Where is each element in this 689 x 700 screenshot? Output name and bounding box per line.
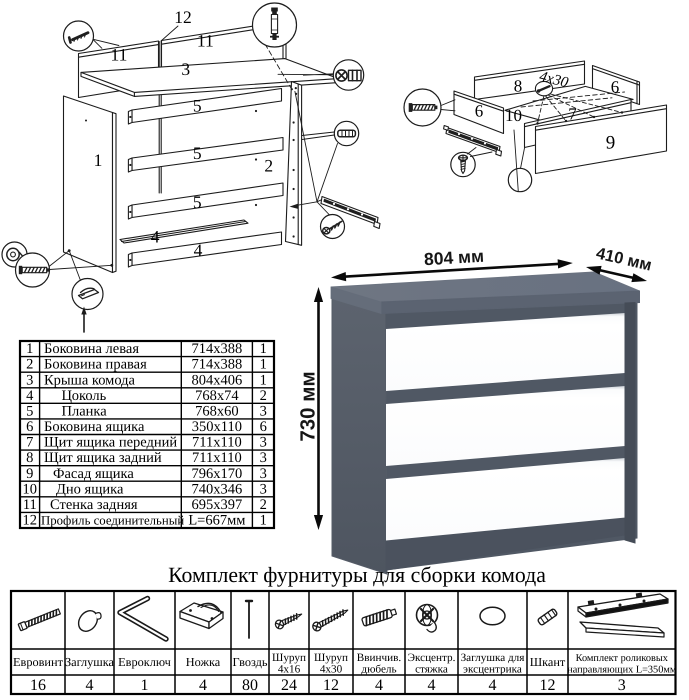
- svg-text:695х397: 695х397: [192, 497, 243, 513]
- svg-text:11: 11: [23, 497, 37, 513]
- svg-text:1: 1: [260, 357, 267, 373]
- svg-text:740х346: 740х346: [192, 481, 243, 497]
- svg-text:804х406: 804х406: [192, 372, 243, 388]
- svg-text:350х110: 350х110: [192, 419, 242, 435]
- svg-text:12: 12: [323, 677, 339, 694]
- svg-text:10: 10: [23, 481, 38, 497]
- svg-text:4: 4: [86, 677, 94, 694]
- svg-text:4: 4: [489, 677, 497, 694]
- svg-text:12: 12: [23, 513, 38, 529]
- svg-text:80: 80: [242, 677, 258, 694]
- svg-text:796х170: 796х170: [192, 466, 243, 482]
- svg-text:6: 6: [611, 78, 620, 97]
- svg-text:4: 4: [428, 677, 436, 694]
- svg-text:1: 1: [141, 677, 149, 694]
- svg-text:L=667мм: L=667мм: [188, 513, 245, 529]
- svg-text:Щит ящика задний: Щит ящика задний: [44, 450, 162, 466]
- svg-text:Шкант: Шкант: [530, 655, 566, 669]
- svg-text:Фасад ящика: Фасад ящика: [53, 466, 134, 482]
- svg-text:6: 6: [26, 419, 33, 435]
- svg-text:Ножка: Ножка: [186, 655, 221, 669]
- svg-text:Дно ящика: Дно ящика: [56, 481, 124, 497]
- svg-text:8: 8: [514, 77, 523, 96]
- svg-text:12: 12: [174, 7, 192, 27]
- svg-text:3: 3: [181, 59, 190, 79]
- svg-text:3: 3: [260, 435, 267, 451]
- svg-text:714х388: 714х388: [192, 341, 243, 357]
- svg-text:Шуруп: Шуруп: [272, 652, 306, 664]
- svg-text:Боковина ящика: Боковина ящика: [44, 419, 145, 435]
- svg-text:24: 24: [281, 677, 297, 694]
- svg-text:дюбель: дюбель: [361, 664, 396, 676]
- svg-text:Цоколь: Цоколь: [62, 388, 107, 404]
- svg-text:3: 3: [618, 677, 626, 694]
- svg-text:Заглушка для: Заглушка для: [461, 652, 525, 664]
- svg-text:730 мм: 730 мм: [297, 371, 320, 441]
- svg-text:9: 9: [26, 466, 33, 482]
- svg-text:4: 4: [26, 388, 34, 404]
- svg-text:7: 7: [568, 104, 577, 123]
- svg-text:3: 3: [260, 450, 267, 466]
- svg-text:5: 5: [193, 192, 202, 212]
- svg-text:1: 1: [26, 341, 33, 357]
- svg-text:4: 4: [375, 677, 383, 694]
- svg-text:стяжка: стяжка: [415, 664, 448, 676]
- svg-text:Ввинчив.: Ввинчив.: [357, 652, 402, 664]
- svg-text:711х110: 711х110: [192, 450, 242, 466]
- svg-text:10: 10: [505, 106, 522, 125]
- svg-text:1: 1: [260, 372, 267, 388]
- svg-text:Заглушка: Заглушка: [65, 655, 115, 669]
- svg-text:Евровинт: Евровинт: [13, 655, 64, 669]
- svg-text:4: 4: [194, 240, 203, 260]
- svg-text:711х110: 711х110: [192, 435, 242, 451]
- svg-text:4х16: 4х16: [278, 664, 301, 676]
- svg-text:11: 11: [197, 31, 214, 51]
- svg-text:Комплект фурнитуры для сборки: Комплект фурнитуры для сборки комода: [168, 563, 546, 587]
- svg-text:2: 2: [260, 497, 267, 513]
- svg-text:2: 2: [264, 156, 273, 176]
- svg-text:Стенка задняя: Стенка задняя: [50, 497, 138, 513]
- svg-text:направляющих L=350мм: направляющих L=350мм: [567, 665, 677, 676]
- svg-text:5: 5: [193, 96, 202, 116]
- svg-text:1: 1: [260, 341, 267, 357]
- svg-text:4: 4: [199, 677, 207, 694]
- svg-text:Эксцентр.: Эксцентр.: [408, 652, 456, 664]
- svg-text:3: 3: [260, 481, 267, 497]
- svg-text:Щит ящика передний: Щит ящика передний: [44, 435, 177, 451]
- svg-text:Комплект роликовых: Комплект роликовых: [576, 653, 669, 664]
- svg-text:6: 6: [260, 419, 267, 435]
- svg-text:2: 2: [260, 388, 267, 404]
- svg-text:4: 4: [151, 227, 160, 247]
- svg-text:9: 9: [606, 133, 616, 154]
- svg-text:6: 6: [475, 101, 484, 120]
- svg-text:Крыша комода: Крыша комода: [44, 372, 136, 388]
- svg-text:1: 1: [94, 150, 103, 170]
- svg-text:3: 3: [260, 403, 267, 419]
- svg-text:Профиль соединительный: Профиль соединительный: [41, 514, 184, 528]
- svg-text:Гвоздь: Гвоздь: [232, 655, 267, 669]
- svg-text:3: 3: [26, 372, 33, 388]
- svg-text:Планка: Планка: [62, 403, 108, 419]
- svg-text:768х74: 768х74: [195, 388, 239, 404]
- svg-text:Шуруп: Шуруп: [314, 652, 348, 664]
- svg-text:2: 2: [26, 357, 33, 373]
- svg-text:эксцентрика: эксцентрика: [463, 664, 522, 676]
- svg-text:4х30: 4х30: [320, 664, 343, 676]
- svg-text:5: 5: [26, 403, 33, 419]
- svg-text:4х30: 4х30: [538, 69, 571, 92]
- svg-text:16: 16: [30, 677, 46, 694]
- svg-text:Боковина левая: Боковина левая: [44, 341, 139, 357]
- svg-text:11: 11: [110, 44, 127, 64]
- svg-text:804 мм: 804 мм: [423, 246, 484, 270]
- svg-text:7: 7: [26, 435, 33, 451]
- svg-text:714х388: 714х388: [192, 357, 243, 373]
- svg-text:Боковина правая: Боковина правая: [44, 357, 147, 373]
- svg-text:5: 5: [193, 143, 202, 163]
- svg-text:3: 3: [260, 466, 267, 482]
- svg-text:12: 12: [540, 677, 556, 694]
- svg-text:Евроключ: Евроключ: [118, 655, 171, 669]
- svg-text:8: 8: [26, 450, 33, 466]
- svg-text:768х60: 768х60: [195, 403, 239, 419]
- svg-text:1: 1: [260, 513, 267, 529]
